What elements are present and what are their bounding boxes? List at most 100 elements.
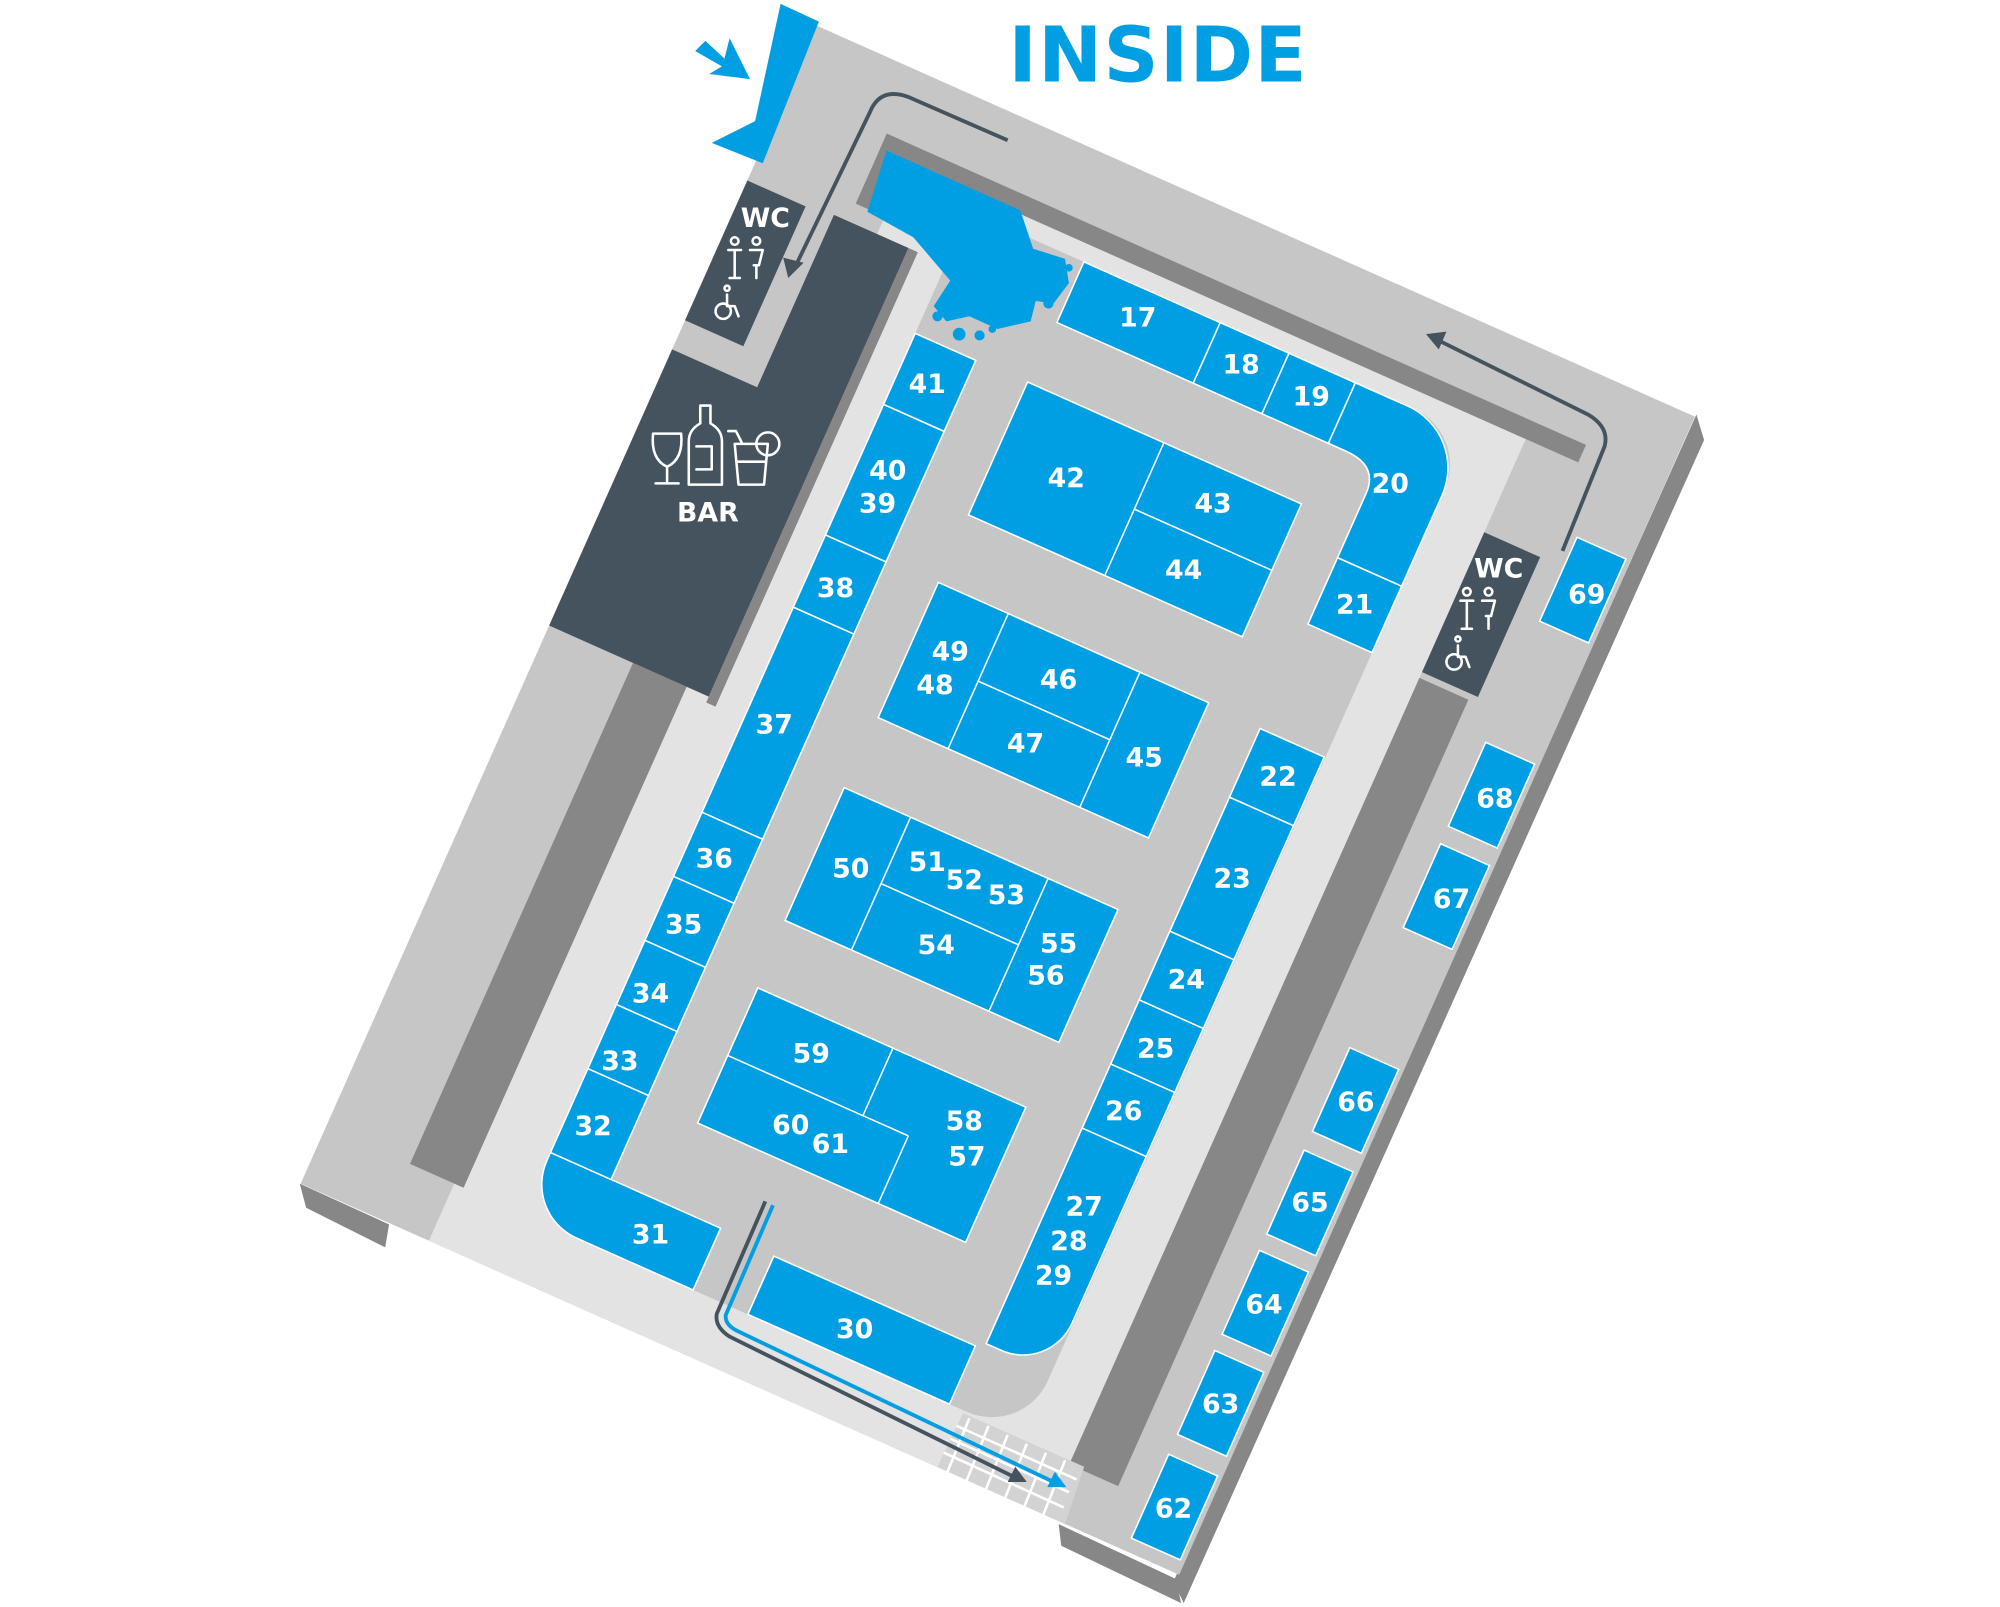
building-edge-right	[1173, 414, 1705, 1604]
stall-label: 69	[1568, 579, 1605, 610]
stall-label: 33	[601, 1046, 638, 1077]
left-wall	[409, 662, 687, 1188]
stall-label: 22	[1259, 762, 1296, 793]
stall-label: 59	[793, 1038, 830, 1069]
wheelchair-icon	[714, 284, 740, 321]
stall-label: 54	[918, 930, 955, 961]
bar-label: BAR	[677, 498, 739, 529]
stall-label: 31	[632, 1220, 669, 1251]
stall-label: 34	[632, 978, 669, 1009]
stall-label: 28	[1050, 1226, 1087, 1257]
stall-label: 68	[1476, 783, 1513, 814]
stall-31	[541, 1151, 722, 1291]
stall-label: 53	[988, 880, 1025, 911]
direction-arrow-icon	[714, 92, 1608, 1488]
stall-67	[1402, 842, 1491, 951]
stall-label: 39	[859, 489, 896, 520]
stall-label: 46	[1040, 665, 1077, 696]
stall-label: 41	[909, 369, 946, 400]
stall-label: 23	[1214, 864, 1251, 895]
divider	[880, 882, 1019, 946]
wc-people-icon	[1459, 586, 1497, 631]
divider	[1104, 442, 1165, 576]
stall-label: 57	[948, 1142, 985, 1173]
stall-69	[1538, 536, 1627, 644]
fountain-icon	[867, 150, 1073, 341]
stall-65	[1265, 1149, 1355, 1257]
stall-27-29	[985, 1127, 1148, 1356]
stall-label: 55	[1040, 929, 1077, 960]
top-wall	[879, 133, 1586, 463]
bar-shadow	[706, 248, 918, 707]
stall-label: 58	[946, 1106, 983, 1137]
stall-label: 20	[1372, 468, 1409, 499]
stall-64	[1221, 1249, 1310, 1358]
stall-label: 47	[1007, 728, 1044, 759]
stall-label: 51	[909, 847, 946, 878]
stall-label: 32	[574, 1111, 611, 1142]
stall-label: 67	[1433, 884, 1470, 915]
building-edge-bottom	[1058, 1524, 1182, 1604]
building-edge-bottom-left	[299, 1183, 390, 1248]
wc-right-label: WC	[1474, 554, 1523, 585]
wheelchair-icon	[1445, 635, 1471, 671]
divider	[877, 1135, 910, 1204]
divider	[850, 816, 912, 951]
cocktail-icon	[727, 429, 781, 486]
stall-label: 43	[1194, 489, 1231, 520]
stall-label: 18	[1222, 350, 1259, 381]
stall-label: 56	[1027, 961, 1064, 992]
stall-label: 65	[1291, 1188, 1328, 1219]
stall-66	[1311, 1046, 1400, 1155]
stall-32	[549, 1067, 650, 1181]
stall-label: 61	[812, 1129, 849, 1160]
divider	[977, 680, 1111, 741]
stall-label: 29	[1035, 1260, 1072, 1291]
stall-label: 42	[1048, 463, 1085, 494]
divider	[1134, 508, 1273, 572]
stall-21	[1306, 556, 1403, 654]
stall-label: 48	[916, 670, 953, 701]
stall-68	[1447, 741, 1536, 850]
stall-label: 40	[869, 456, 906, 487]
stall-label: 27	[1066, 1191, 1103, 1222]
stall-label: 17	[1119, 303, 1156, 334]
stall-label: 35	[665, 910, 702, 941]
stall-63	[1176, 1349, 1265, 1458]
stall-label: 24	[1168, 964, 1205, 995]
map-title: INSIDE	[1008, 12, 1308, 101]
entrance-flag	[711, 3, 819, 164]
stall-label: 63	[1202, 1389, 1239, 1420]
stall-label: 52	[946, 865, 983, 896]
entrance-arrow-icon	[695, 38, 750, 80]
stall-label: 50	[832, 853, 869, 884]
stall-62	[1130, 1453, 1219, 1561]
stall-label: 30	[836, 1314, 873, 1345]
stall-label: 37	[756, 709, 793, 740]
wc-left-area	[685, 180, 806, 347]
bar-area	[549, 214, 909, 697]
wc-left-label: WC	[741, 203, 790, 234]
wc-people-icon	[727, 235, 765, 280]
bottle-icon	[687, 404, 724, 486]
stall-label: 19	[1293, 382, 1330, 413]
divider	[727, 1054, 909, 1137]
stall-label: 38	[817, 573, 854, 604]
stall-label: 49	[932, 637, 969, 668]
stall-label: 66	[1337, 1087, 1374, 1118]
wine-glass-icon	[651, 432, 683, 485]
stall-label: 45	[1126, 743, 1163, 774]
stall-label: 62	[1155, 1494, 1192, 1525]
stall-label: 26	[1105, 1096, 1142, 1127]
stall-label: 64	[1245, 1290, 1282, 1321]
stall-label: 21	[1336, 589, 1373, 620]
stall-label: 36	[696, 843, 733, 874]
stall-label: 25	[1137, 1033, 1174, 1064]
stall-label: 44	[1165, 555, 1202, 586]
stall-20	[1327, 381, 1449, 588]
stall-label: 60	[772, 1110, 809, 1141]
right-wall	[1069, 677, 1469, 1487]
stall-labels: 17 18 19 20 21 22 23 24 25 26 27 28 29 3…	[574, 303, 1605, 1525]
divider	[862, 1047, 894, 1116]
stall-30	[746, 1255, 977, 1406]
